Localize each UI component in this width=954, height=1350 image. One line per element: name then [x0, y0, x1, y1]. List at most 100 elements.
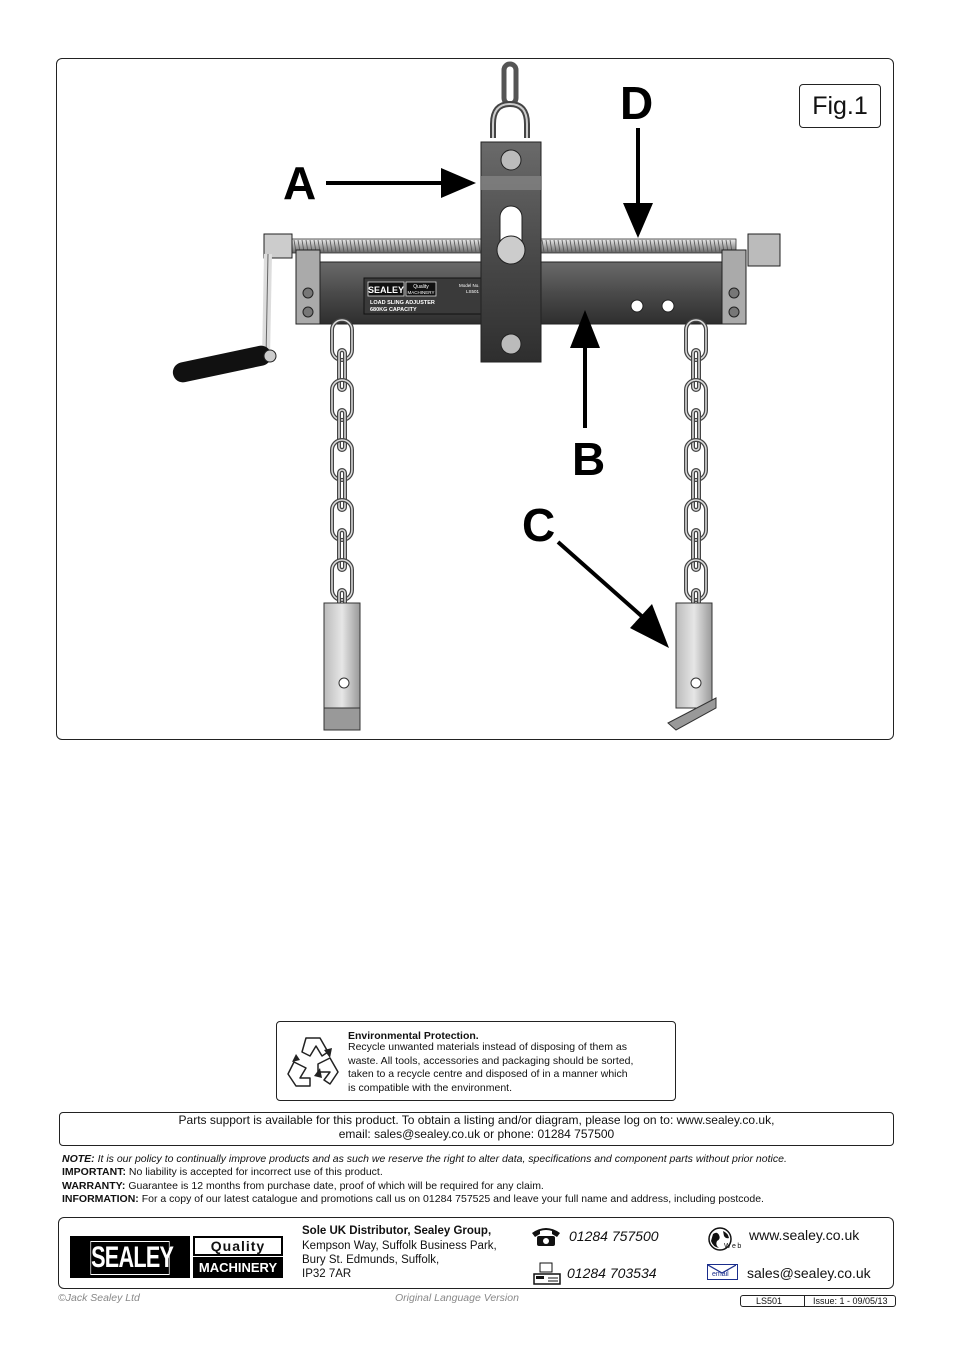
- email-icon: email: [707, 1264, 738, 1280]
- environment-line: waste. All tools, accessories and packag…: [348, 1054, 634, 1067]
- chain-link: [692, 349, 700, 391]
- plate-line1: LOAD SLING ADJUSTER: [370, 300, 435, 306]
- parts-support-box: Parts support is available for this prod…: [59, 1112, 894, 1146]
- chain-link: [691, 348, 701, 392]
- web-icon-label: Web: [724, 1243, 743, 1250]
- recycle-icon: [287, 1037, 339, 1087]
- plate-quality: Quality: [413, 284, 429, 290]
- parts-support-line1: Parts support is available for this prod…: [178, 1113, 775, 1127]
- chain-link: [685, 379, 707, 421]
- important-text: No liability is accepted for incorrect u…: [128, 1166, 383, 1178]
- email-link[interactable]: sales@sealey.co.uk: [747, 1265, 871, 1281]
- chain-link: [331, 499, 353, 541]
- logo-brand: SEALEY: [90, 1241, 174, 1275]
- important-label: IMPORTANT:: [62, 1166, 126, 1178]
- logo-machinery: MACHINERY: [193, 1257, 283, 1278]
- environment-line: is compatible with the environment.: [348, 1081, 512, 1094]
- warranty-line: WARRANTY: Guarantee is 12 months from pu…: [62, 1180, 544, 1192]
- chain-link: [684, 498, 708, 542]
- plate-model-label: Model No.: [459, 283, 480, 288]
- figure-frame: [56, 58, 894, 740]
- copyright: ©Jack Sealey Ltd: [58, 1292, 140, 1304]
- chain-link: [331, 379, 353, 421]
- information-line: INFORMATION: For a copy of our latest ca…: [62, 1193, 764, 1205]
- chain-link: [685, 439, 707, 481]
- model-number: LS501: [756, 1296, 783, 1306]
- chain-link: [338, 409, 346, 451]
- important-line: IMPORTANT: No liability is accepted for …: [62, 1166, 383, 1178]
- phone-number[interactable]: 01284 757500: [569, 1228, 659, 1244]
- left-end-block: [263, 233, 321, 325]
- right-end-block: [721, 233, 781, 325]
- chain-link: [337, 408, 347, 452]
- chain-link: [691, 528, 701, 572]
- chain-link: [330, 438, 354, 482]
- environment-title: Environmental Protection.: [348, 1030, 479, 1042]
- left-chain: [330, 318, 354, 632]
- chain-link: [338, 349, 346, 391]
- plate-model-value: LS501: [466, 289, 480, 294]
- chain-link: [338, 529, 346, 571]
- sealey-logo: SEALEY: [70, 1236, 190, 1278]
- environment-line: taken to a recycle centre and disposed o…: [348, 1068, 628, 1080]
- globe-icon: [708, 1227, 732, 1251]
- address-line: IP32 7AR: [302, 1268, 352, 1280]
- chain-link: [692, 529, 700, 571]
- plate-line2: 680KG CAPACITY: [370, 307, 417, 313]
- website-link[interactable]: www.sealey.co.uk: [749, 1227, 860, 1243]
- top-shackle: [490, 61, 530, 138]
- plate-brand: SEALEY: [368, 285, 404, 295]
- chain-link: [691, 468, 701, 512]
- chain-link: [331, 439, 353, 481]
- address-line: Bury St. Edmunds, Suffolk,: [302, 1254, 440, 1266]
- callout-label-b: B: [572, 433, 606, 485]
- fax-number[interactable]: 01284 703534: [567, 1265, 657, 1281]
- logo-quality: Quality: [193, 1236, 283, 1256]
- address-line: Kempson Way, Suffolk Business Park,: [302, 1240, 497, 1252]
- chain-link: [330, 318, 354, 362]
- chain-link: [684, 558, 708, 602]
- chain-link: [684, 438, 708, 482]
- load-sling-adjuster-illustration: SEALEY Quality MACHINERY Model No. LS501…: [172, 61, 781, 731]
- chain-link: [685, 559, 707, 601]
- footer-box: [58, 1217, 894, 1289]
- environment-box: [276, 1021, 676, 1101]
- chain-link: [331, 559, 353, 601]
- right-chain: [684, 318, 708, 632]
- information-label: INFORMATION:: [62, 1193, 139, 1205]
- issue-date: Issue: 1 - 09/05/13: [813, 1296, 888, 1306]
- chain-link: [692, 469, 700, 511]
- rating-plate: SEALEY Quality MACHINERY Model No. LS501…: [363, 277, 501, 315]
- fax-icon: [533, 1262, 561, 1285]
- chain-link: [330, 558, 354, 602]
- chain-link: [330, 378, 354, 422]
- warranty-text: Guarantee is 12 months from purchase dat…: [128, 1180, 544, 1192]
- centre-slider: [480, 141, 542, 363]
- language-version: Original Language Version: [395, 1292, 519, 1304]
- chain-link: [691, 408, 701, 452]
- information-text: For a copy of our latest catalogue and p…: [141, 1193, 764, 1205]
- chain-link: [685, 499, 707, 541]
- chain-link: [692, 409, 700, 451]
- right-hook-plate: [667, 602, 717, 731]
- chain-link: [684, 378, 708, 422]
- note-label: NOTE:: [62, 1153, 95, 1165]
- issue-box: LS501 Issue: 1 - 09/05/13: [740, 1295, 896, 1307]
- issue-divider: [804, 1295, 805, 1307]
- chain-link: [684, 318, 708, 362]
- figure-label: Fig.1: [799, 84, 881, 128]
- telephone-icon: [532, 1228, 560, 1246]
- crank-handle: [172, 253, 277, 383]
- chain-link: [330, 498, 354, 542]
- callout-arrow-d: [623, 128, 653, 238]
- chain-link: [337, 348, 347, 392]
- chain-link: [338, 469, 346, 511]
- chain-link: [337, 468, 347, 512]
- plate-machinery: MACHINERY: [408, 290, 435, 295]
- email-icon-label: email: [712, 1271, 729, 1278]
- left-hook-plate: [323, 602, 361, 731]
- chain-link: [337, 528, 347, 572]
- chain-link: [685, 319, 707, 361]
- chain-link: [331, 319, 353, 361]
- distributor-title: Sole UK Distributor, Sealey Group,: [302, 1225, 492, 1237]
